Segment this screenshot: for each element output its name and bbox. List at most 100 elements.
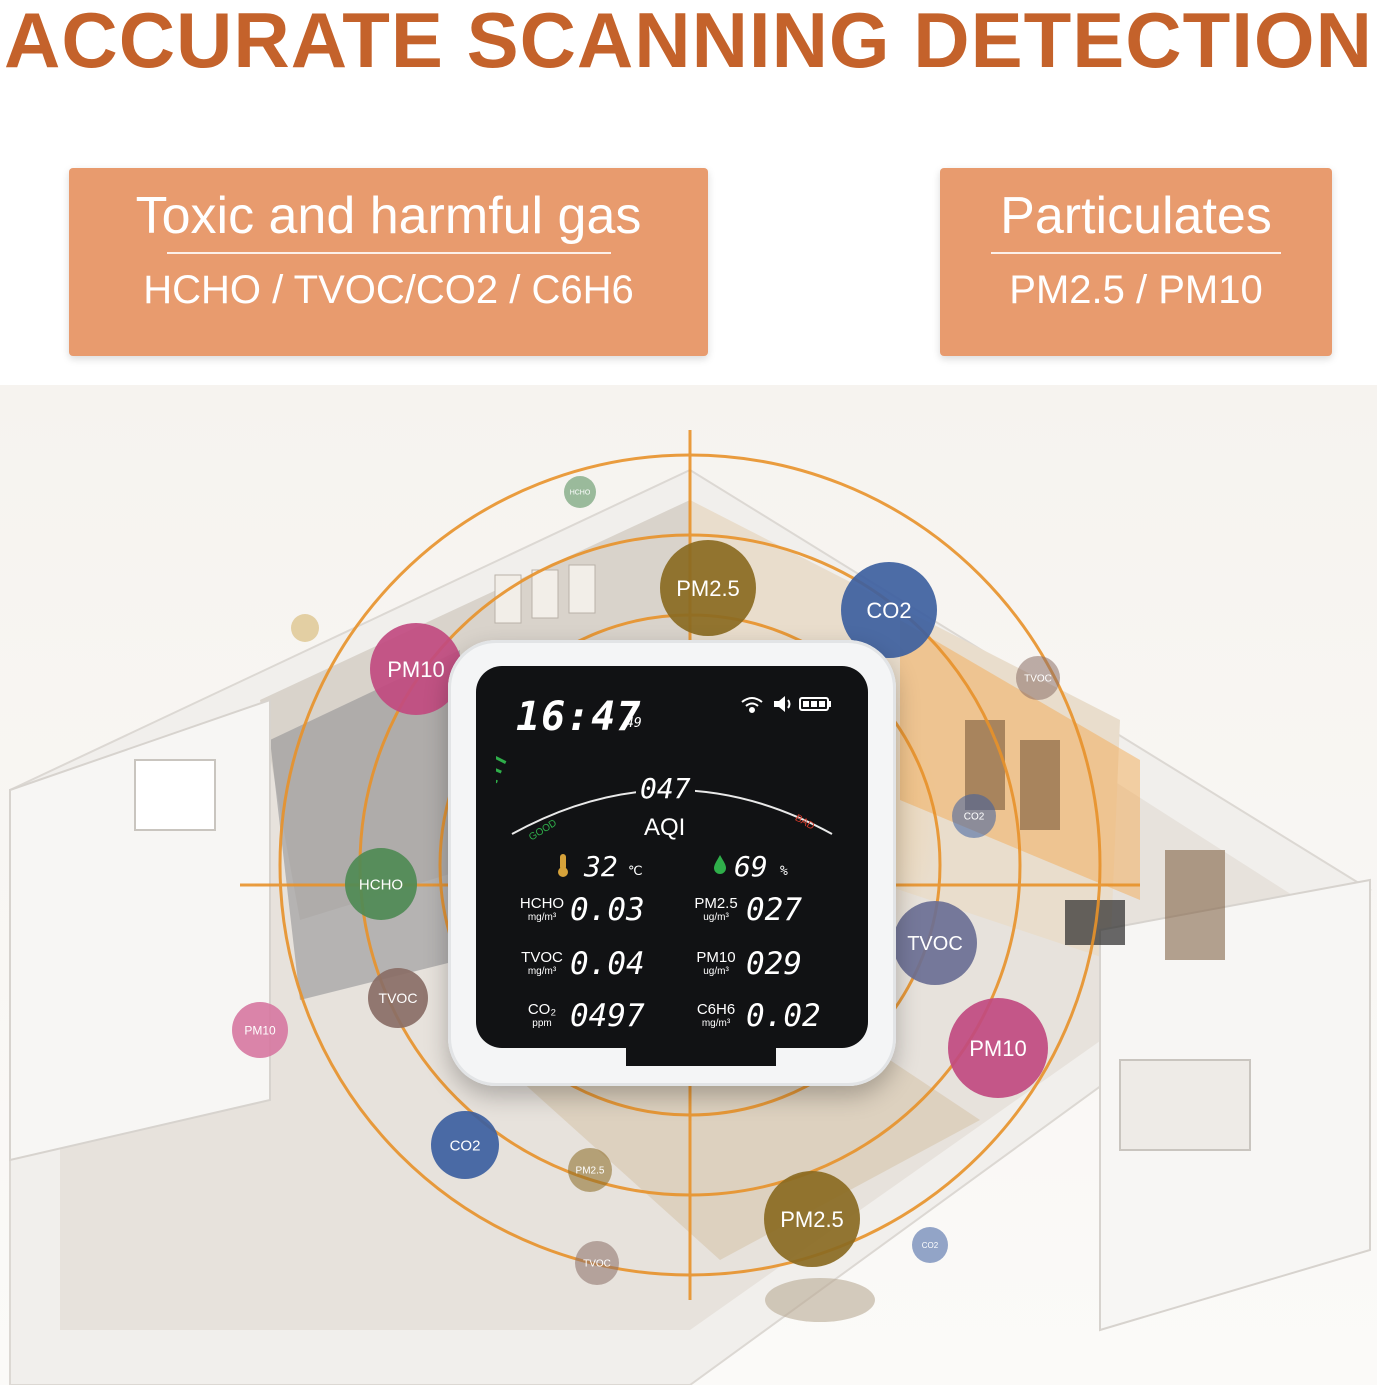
bubble-label: PM10	[969, 1036, 1026, 1061]
gas-bubble: PM2.5	[660, 540, 756, 636]
bubble-label: PM10	[244, 1023, 276, 1037]
gas-label-box: Toxic and harmful gas HCHO / TVOC/CO2 / …	[69, 168, 708, 356]
particulates-label-box: Particulates PM2.5 / PM10	[940, 168, 1332, 356]
humidity-icon	[714, 855, 726, 874]
gas-bubble: CO2	[431, 1111, 499, 1179]
ceiling-lamp	[291, 614, 319, 642]
bubble-circle	[431, 1111, 499, 1179]
gas-bubble: PM10	[232, 1002, 288, 1058]
bubble-label: CO2	[964, 812, 985, 823]
bubble-label: CO2	[866, 598, 911, 623]
bubble-circle	[893, 901, 977, 985]
aqi-value: 047	[636, 772, 695, 805]
bubble-label: PM2.5	[780, 1207, 844, 1232]
gas-bubble: PM2.5	[568, 1148, 612, 1192]
clock: 16:47	[516, 694, 642, 740]
bubble-circle	[841, 562, 937, 658]
bubble-circle	[568, 1148, 612, 1192]
gas-bubble: TVOC	[575, 1241, 619, 1285]
bubble-circle	[764, 1171, 860, 1267]
reading-name: CO₂	[527, 1001, 557, 1018]
bubble-label: PM2.5	[676, 576, 740, 601]
gas-bubble: CO2	[841, 562, 937, 658]
gauge-good-segment	[496, 756, 507, 784]
gas-bubble: TVOC	[368, 968, 428, 1028]
bubble-circle	[660, 540, 756, 636]
particulates-divider	[991, 252, 1281, 254]
reading-unit: ppm	[532, 1018, 552, 1029]
reading-unit: mg/m³	[527, 912, 557, 923]
gas-bubble: CO2	[912, 1227, 948, 1263]
gas-bubble: TVOC	[1016, 656, 1060, 700]
reading-name: TVOC	[521, 949, 563, 966]
reading-name: C6H6	[696, 1001, 736, 1018]
bubble-label: PM10	[387, 657, 444, 682]
reading-unit: mg/m³	[701, 1018, 731, 1029]
bubble-circle	[1016, 656, 1060, 700]
reading-value: 0.04	[570, 946, 645, 982]
bubble-label: PM2.5	[576, 1166, 605, 1177]
reading-value: 027	[746, 892, 802, 928]
bubble-circle	[232, 1002, 288, 1058]
temperature-value: 32	[584, 850, 618, 883]
bubble-circle	[370, 623, 462, 715]
reading-unit: ug/m³	[703, 966, 729, 977]
bubble-circle	[948, 998, 1048, 1098]
bubble-circle	[564, 476, 596, 508]
aqi-label: AQI	[644, 814, 686, 841]
battery-icon	[799, 697, 831, 711]
bubble-label: HCHO	[359, 876, 403, 893]
gas-bubble: HCHO	[564, 476, 596, 508]
particulates-title: Particulates	[1000, 187, 1272, 245]
reading-value: 029	[746, 946, 802, 982]
air-quality-detector: 16:47 49 GOOD BAD	[448, 640, 896, 1086]
bubble-circle	[912, 1227, 948, 1263]
bubble-label: TVOC	[379, 990, 418, 1006]
clock-seconds: 49	[626, 716, 642, 731]
wifi-icon	[741, 697, 763, 713]
bookshelf	[1165, 850, 1225, 960]
bubble-circle	[952, 794, 996, 838]
bubble-circle	[345, 848, 417, 920]
gas-bubble: CO2	[952, 794, 996, 838]
speaker-icon	[774, 696, 791, 712]
status-icons	[741, 696, 831, 713]
gas-bubble: PM2.5	[764, 1171, 860, 1267]
gauge-tick	[496, 756, 507, 764]
screen-notch	[626, 1040, 776, 1066]
wall-heater	[134, 759, 216, 831]
gauge-tick	[496, 768, 502, 774]
gas-divider	[166, 252, 611, 254]
reading-name: HCHO	[519, 895, 565, 912]
bubble-label: TVOC	[907, 933, 963, 955]
headline: ACCURATE SCANNING DETECTION	[4, 0, 1373, 84]
humidity-unit: %	[780, 864, 788, 879]
bubble-label: TVOC	[1024, 674, 1052, 685]
humidity-value: 69	[734, 850, 768, 883]
particulates-subtitle: PM2.5 / PM10	[1009, 268, 1263, 312]
gas-bubbles: PM2.5CO2PM10HCHOTVOCPM10TVOCCO2PM2.5PM2.…	[232, 476, 1060, 1285]
bubble-circle	[575, 1241, 619, 1285]
reading-name: PM10	[696, 949, 736, 966]
bubble-label: CO2	[922, 1241, 939, 1250]
reading-unit: ug/m³	[703, 912, 729, 923]
gas-bubble: HCHO	[345, 848, 417, 920]
gas-bubble: TVOC	[893, 901, 977, 985]
bubble-label: TVOC	[583, 1259, 611, 1270]
bubble-circle	[368, 968, 428, 1028]
window	[1119, 1059, 1251, 1151]
gas-subtitle: HCHO / TVOC/CO2 / C6H6	[143, 268, 634, 312]
reading-value: 0497	[570, 998, 645, 1034]
reading-unit: mg/m³	[527, 966, 557, 977]
reading-name: PM2.5	[694, 895, 738, 912]
gauge-tick	[496, 779, 498, 784]
lcd-screen: 16:47 49 GOOD BAD	[476, 666, 868, 1048]
bubble-label: CO2	[450, 1137, 481, 1154]
gas-title: Toxic and harmful gas	[135, 187, 642, 245]
bubble-label: HCHO	[570, 490, 591, 497]
